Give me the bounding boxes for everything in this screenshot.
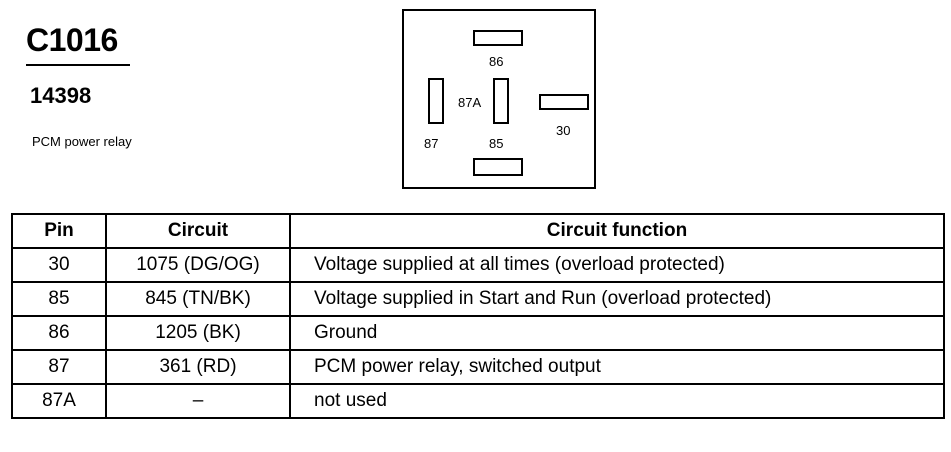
table-row: 87 361 (RD) PCM power relay, switched ou… — [11, 349, 945, 385]
table-header-row: Pin Circuit Circuit function — [11, 213, 945, 249]
relay-face-diagram: 86 87A 87 85 30 — [402, 9, 596, 189]
cell-function: not used — [289, 383, 945, 419]
pin-label-86: 86 — [489, 54, 503, 69]
pin-label-30: 30 — [556, 123, 570, 138]
header-pin: Pin — [11, 213, 107, 249]
table-row: 87A – not used — [11, 383, 945, 419]
table-row: 86 1205 (BK) Ground — [11, 315, 945, 351]
cell-pin: 86 — [11, 315, 107, 351]
pin-label-85: 85 — [489, 136, 503, 151]
cell-function: Voltage supplied at all times (overload … — [289, 247, 945, 283]
terminal-86 — [473, 30, 523, 46]
terminal-87a — [493, 78, 509, 124]
cell-function: Voltage supplied in Start and Run (overl… — [289, 281, 945, 317]
cell-circuit: 361 (RD) — [105, 349, 291, 385]
terminal-87 — [428, 78, 444, 124]
table-row: 30 1075 (DG/OG) Voltage supplied at all … — [11, 247, 945, 283]
connector-description: PCM power relay — [32, 134, 132, 149]
terminal-85 — [473, 158, 523, 176]
pin-label-87a: 87A — [458, 95, 481, 110]
cell-pin: 87 — [11, 349, 107, 385]
terminal-30 — [539, 94, 589, 110]
cell-circuit: – — [105, 383, 291, 419]
part-number: 14398 — [30, 83, 92, 108]
relay-face-svg: 86 87A 87 85 30 — [424, 30, 589, 176]
cell-pin: 30 — [11, 247, 107, 283]
connector-id: C1016 — [26, 22, 118, 58]
header-circuit-function: Circuit function — [289, 213, 945, 249]
cell-pin: 85 — [11, 281, 107, 317]
cell-circuit: 845 (TN/BK) — [105, 281, 291, 317]
pin-label-87: 87 — [424, 136, 438, 151]
connector-id-underline — [26, 64, 130, 66]
cell-circuit: 1075 (DG/OG) — [105, 247, 291, 283]
table-row: 85 845 (TN/BK) Voltage supplied in Start… — [11, 281, 945, 317]
cell-pin: 87A — [11, 383, 107, 419]
cell-circuit: 1205 (BK) — [105, 315, 291, 351]
cell-function: Ground — [289, 315, 945, 351]
cell-function: PCM power relay, switched output — [289, 349, 945, 385]
pin-table: Pin Circuit Circuit function 30 1075 (DG… — [11, 213, 945, 419]
header-circuit: Circuit — [105, 213, 291, 249]
